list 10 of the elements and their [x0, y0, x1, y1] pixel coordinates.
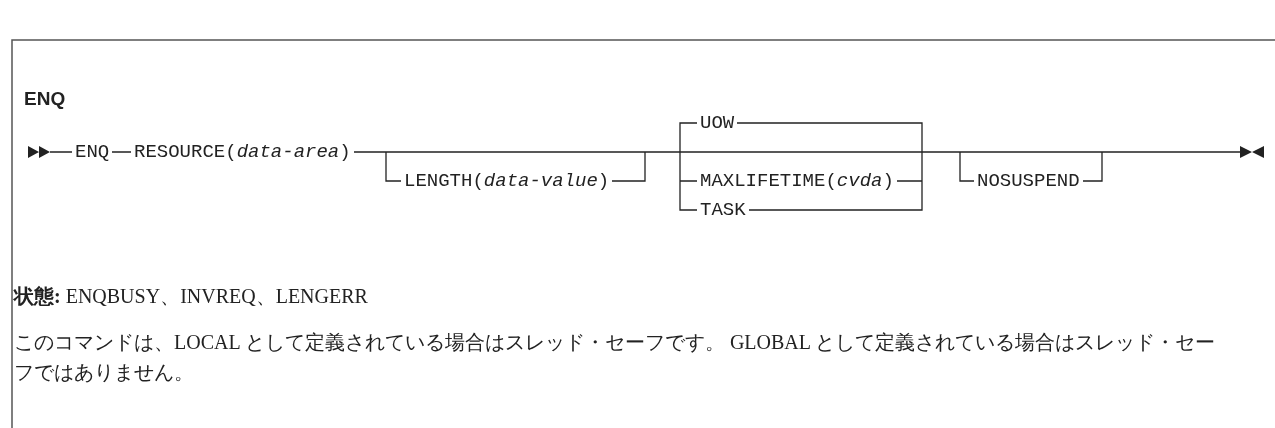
optional-keyword: NOSUSPEND — [977, 170, 1080, 192]
conditions-text: 状態: ENQBUSY、INVREQ、LENGERR — [14, 284, 368, 309]
default-keyword: UOW — [700, 112, 735, 134]
option-keyword: MAXLIFETIME(cvda) — [700, 170, 894, 192]
optional-keyword: LENGTH(data-value) — [404, 170, 610, 192]
keyword: ENQ — [75, 141, 110, 163]
description-text: このコマンドは、LOCAL として定義されている場合はスレッド・セーフです。 GLOBAL として定義されている場合はスレッド・セーフではありません。 — [14, 330, 1217, 385]
diagram-title: ENQ — [24, 88, 66, 110]
option-keyword: TASK — [700, 199, 746, 221]
keyword: RESOURCE(data-area) — [134, 141, 351, 163]
